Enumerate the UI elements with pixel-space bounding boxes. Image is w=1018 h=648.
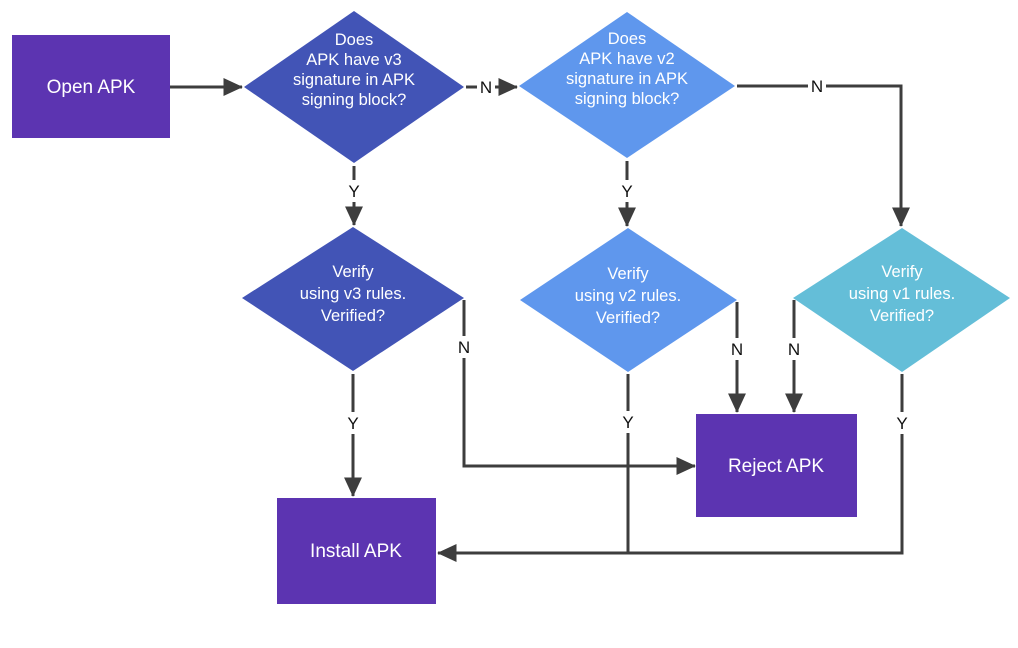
decision-label-verify-v2: Verify [607, 265, 649, 283]
edge-label-verify-v1-no: N [788, 340, 800, 359]
decision-label-verify-v3: Verified? [321, 307, 385, 325]
edge-label-bg [808, 75, 826, 97]
decision-label-verify-v1: Verified? [870, 307, 934, 325]
edge-label-verify-v1-yes: Y [896, 414, 907, 433]
edge-label-bg [477, 76, 495, 98]
edge-label-bg [345, 180, 363, 202]
decision-label-q-v2: signing block? [575, 90, 680, 108]
process-label-install-apk: Install APK [310, 541, 402, 562]
edge-label-verify-v3-no: N [458, 338, 470, 357]
decision-label-verify-v3: Verify [332, 263, 374, 281]
decision-label-verify-v2: Verified? [596, 309, 660, 327]
decision-node-verify-v3 [242, 227, 464, 371]
process-node-open-apk [12, 35, 170, 138]
decision-node-q-v3 [244, 11, 464, 163]
decision-label-q-v3: Does [335, 31, 374, 49]
edge-label-q-v3-no: N [480, 78, 492, 97]
decision-label-verify-v3: using v3 rules. [300, 285, 406, 303]
decision-label-q-v3: APK have v3 [306, 51, 401, 69]
edge-label-bg [618, 180, 636, 202]
decision-node-q-v2 [519, 12, 735, 158]
decision-label-q-v3: signing block? [302, 91, 407, 109]
decision-label-q-v2: APK have v2 [579, 50, 674, 68]
process-label-open-apk: Open APK [47, 77, 136, 98]
process-label-reject-apk: Reject APK [728, 456, 824, 477]
edge-label-verify-v3-yes: Y [347, 414, 358, 433]
edge-label-bg [785, 338, 803, 360]
edge-q-v2-no [737, 84, 910, 227]
edge-label-bg [893, 412, 911, 434]
edge-label-q-v2-no: N [811, 77, 823, 96]
edge-label-q-v3-yes: Y [348, 182, 359, 201]
edge-label-verify-v2-yes: Y [622, 413, 633, 432]
decision-label-q-v2: signature in APK [566, 70, 688, 88]
decision-label-q-v2: Does [608, 30, 647, 48]
edge-label-bg [728, 338, 746, 360]
decision-label-verify-v1: Verify [881, 263, 923, 281]
decision-label-q-v3: signature in APK [293, 71, 415, 89]
decision-node-verify-v1 [793, 228, 1010, 372]
edge-label-verify-v2-no: N [731, 340, 743, 359]
edge-label-bg [344, 412, 362, 434]
process-node-reject-apk [696, 414, 857, 517]
decision-node-verify-v2 [520, 228, 737, 372]
decision-label-verify-v1: using v1 rules. [849, 285, 955, 303]
decision-label-verify-v2: using v2 rules. [575, 287, 681, 305]
process-node-install-apk [277, 498, 436, 604]
edge-label-q-v2-yes: Y [621, 182, 632, 201]
edge-label-bg [619, 411, 637, 433]
edge-label-bg [455, 336, 473, 358]
